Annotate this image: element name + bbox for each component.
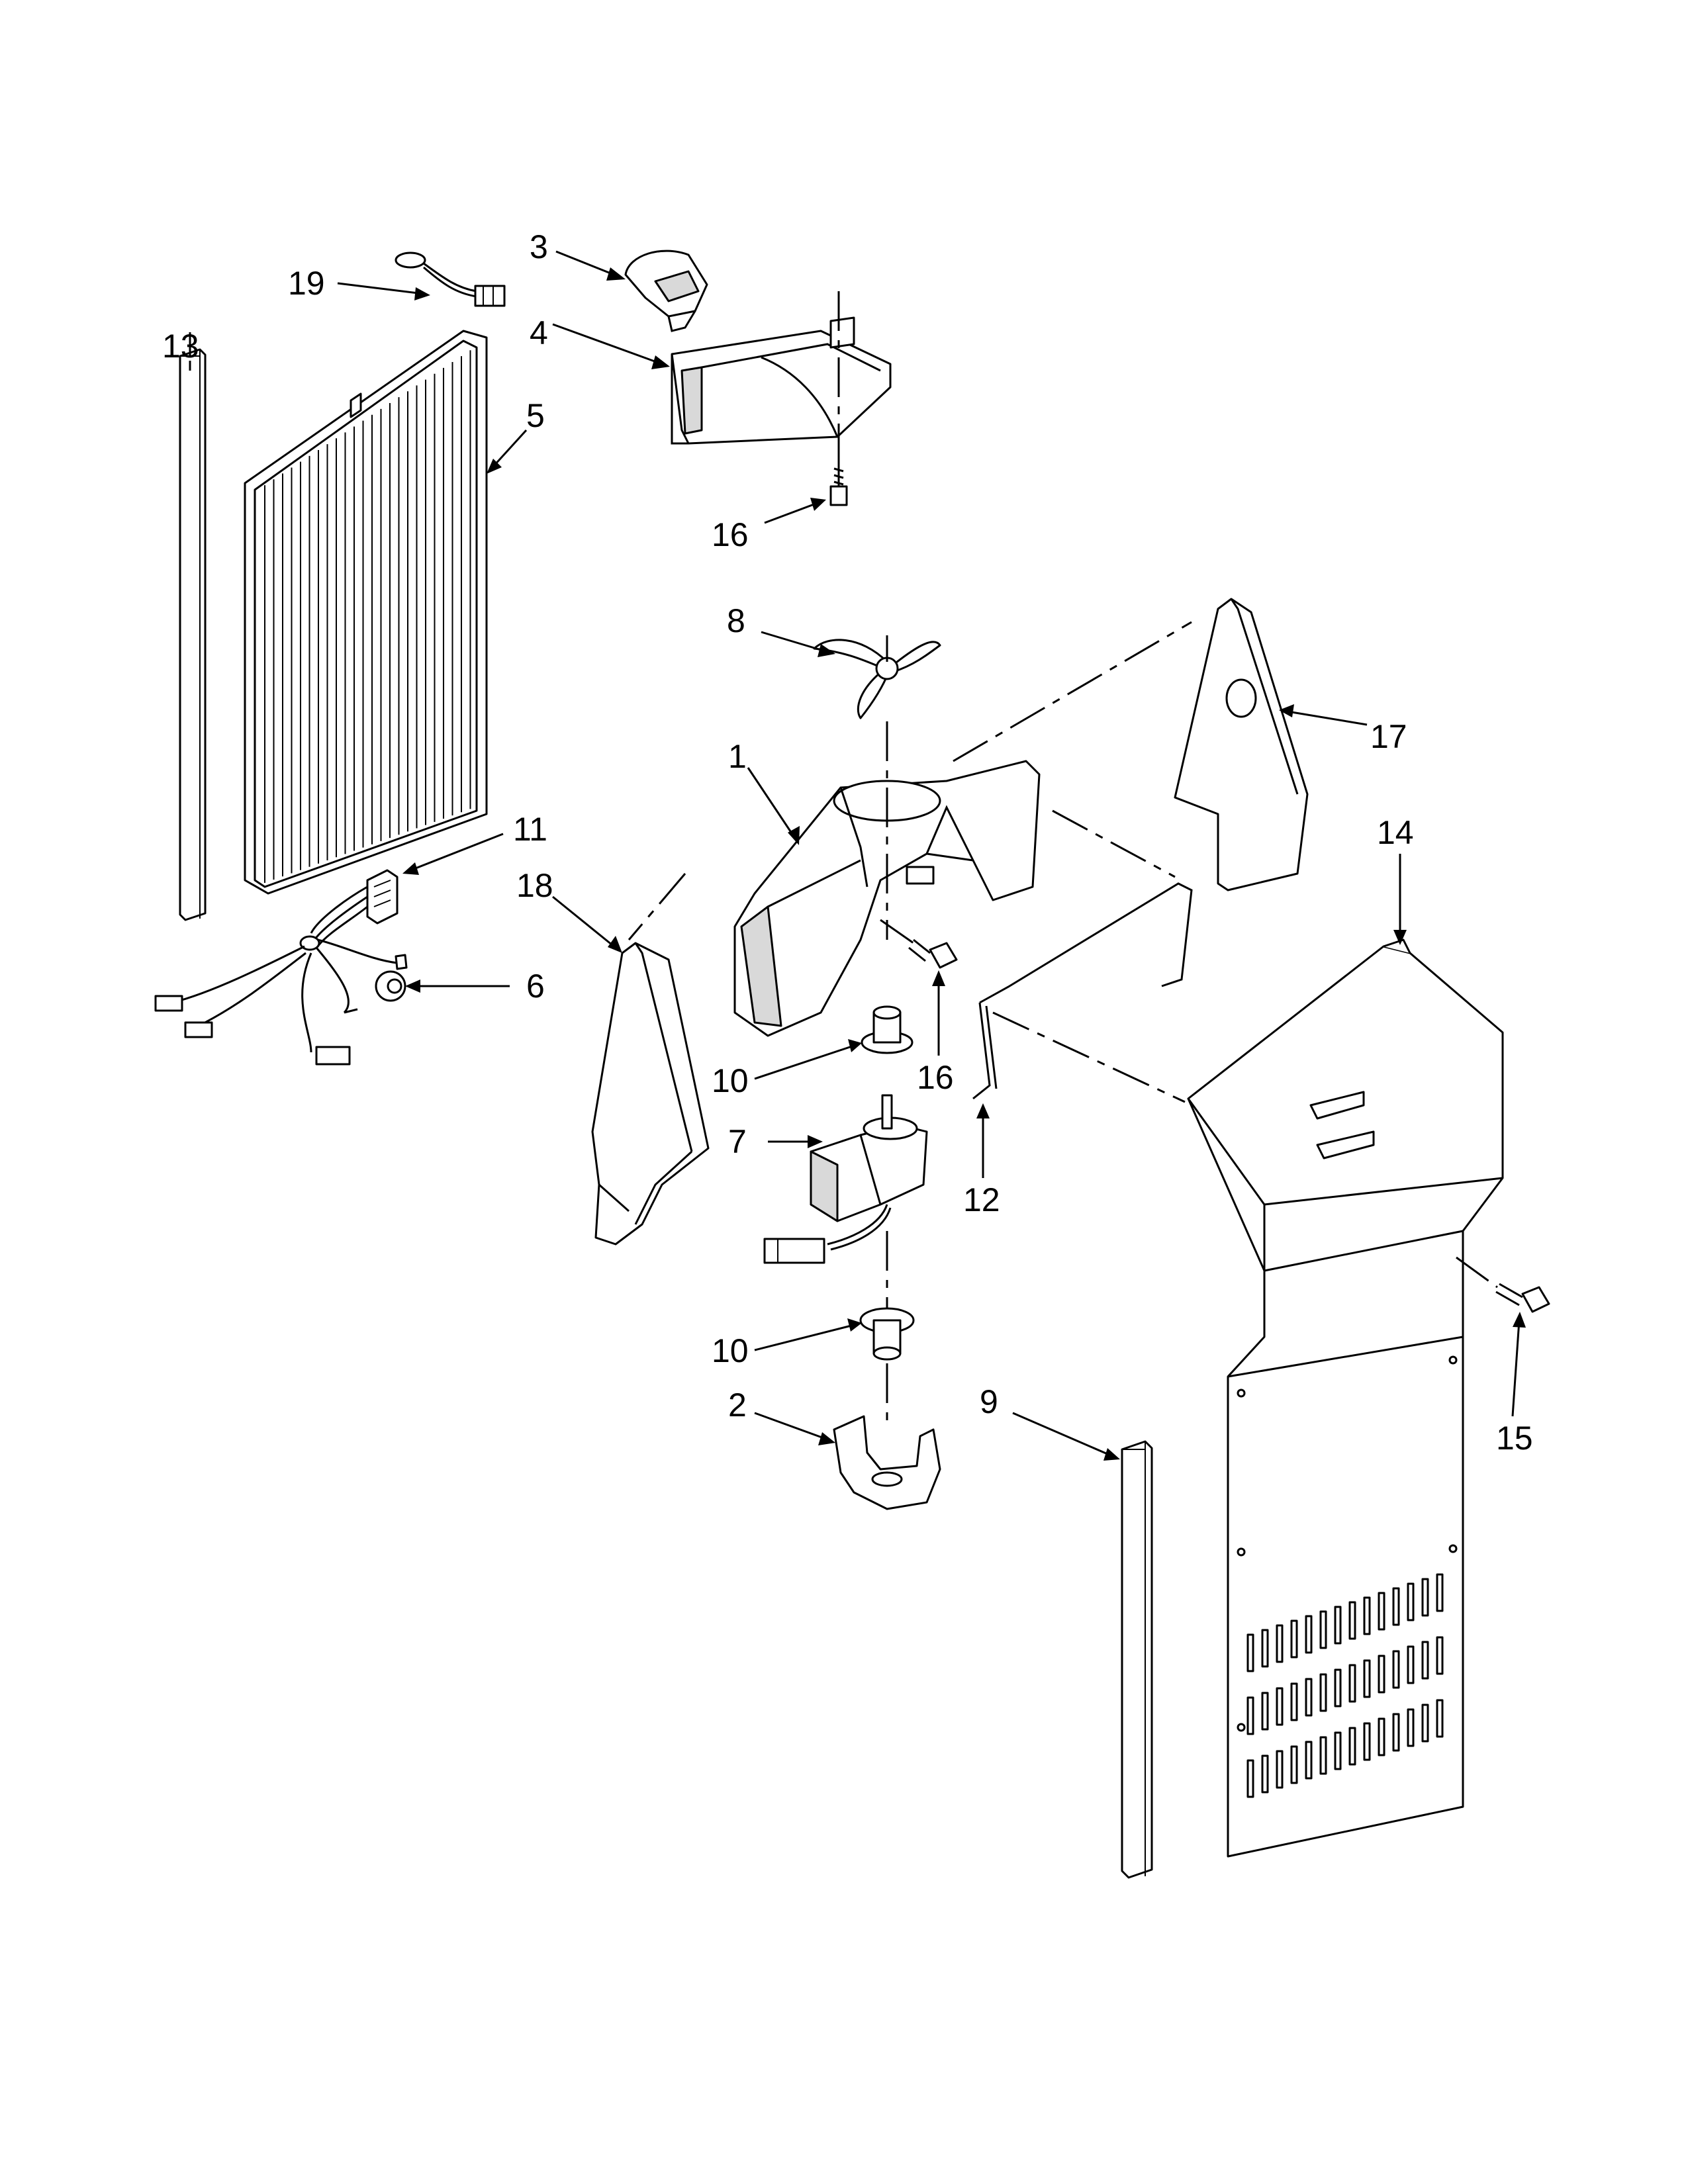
vent-slot	[1348, 1727, 1356, 1766]
callout-13: 13	[162, 328, 199, 365]
vent-slot	[1407, 1645, 1415, 1684]
part-16-screw-top	[829, 463, 848, 506]
vent-slot	[1319, 1610, 1327, 1649]
part-15-screw	[1456, 1256, 1550, 1313]
vent-slot	[1246, 1759, 1254, 1798]
callout-16-top: 16	[712, 516, 749, 553]
vent-slot	[1436, 1699, 1444, 1738]
callout-6: 6	[526, 968, 545, 1005]
part-13-strip	[179, 348, 207, 921]
callout-14: 14	[1377, 814, 1414, 851]
part-4-duct	[671, 316, 892, 445]
part-10-grommet-upper	[861, 1005, 914, 1054]
vent-slot	[1363, 1659, 1371, 1698]
vent-slot	[1290, 1619, 1298, 1659]
callout-12: 12	[963, 1181, 1000, 1218]
vent-slot	[1305, 1678, 1313, 1717]
vent-slot	[1348, 1664, 1356, 1703]
callout-2: 2	[728, 1387, 747, 1424]
vent-slot	[1407, 1582, 1415, 1621]
part-12-wire-bracket	[972, 882, 1193, 1100]
callout-labels: 19 3 4 13 5 16 8 17 1 14 11 18 6 10 16 7…	[162, 228, 1533, 1457]
callout-1: 1	[728, 738, 747, 775]
callout-3: 3	[530, 228, 548, 265]
vent-slot	[1319, 1736, 1327, 1775]
vent-slot	[1421, 1704, 1429, 1743]
vent-slot	[1334, 1606, 1342, 1645]
vent-slot	[1276, 1687, 1284, 1726]
vent-slot	[1407, 1708, 1415, 1747]
vent-slot	[1392, 1650, 1400, 1689]
vent-slot	[1261, 1754, 1269, 1794]
vent-slot	[1378, 1655, 1385, 1694]
vent-slot	[1261, 1692, 1269, 1731]
vent-slot	[1363, 1722, 1371, 1761]
vent-slot	[1421, 1578, 1429, 1617]
callout-19: 19	[288, 265, 325, 302]
callout-8: 8	[727, 602, 745, 639]
callout-4: 4	[530, 314, 548, 351]
vent-slot	[1261, 1629, 1269, 1668]
part-14-rear-panel	[1187, 938, 1504, 1858]
vent-slot	[1392, 1713, 1400, 1752]
part-18-side-panel	[591, 942, 710, 1246]
callout-5: 5	[526, 397, 545, 434]
callout-15: 15	[1496, 1420, 1533, 1457]
callout-7: 7	[728, 1123, 747, 1160]
callout-10-upper: 10	[712, 1062, 749, 1099]
vent-slot	[1436, 1636, 1444, 1675]
part-8-fan-blade	[813, 635, 941, 719]
part-2-bracket	[833, 1415, 941, 1510]
vent-slot	[1363, 1596, 1371, 1635]
vent-slot	[1392, 1587, 1400, 1626]
callout-18: 18	[516, 867, 553, 904]
vent-slot	[1276, 1750, 1284, 1789]
vent-slot	[1378, 1592, 1385, 1631]
part-17-side-panel	[1174, 598, 1309, 891]
vent-slot	[1276, 1624, 1284, 1663]
vent-slot	[1246, 1633, 1254, 1672]
part-19-sensor	[395, 251, 506, 307]
callout-9: 9	[980, 1383, 998, 1420]
vent-slot	[1436, 1573, 1444, 1612]
callout-16-middle: 16	[917, 1059, 954, 1096]
part-6-grommet	[375, 970, 406, 1002]
callout-10-lower: 10	[712, 1332, 749, 1369]
part-3-cap	[624, 250, 708, 332]
callout-17: 17	[1370, 718, 1407, 755]
part-5-evaporator-panel	[244, 330, 488, 895]
vent-slot	[1290, 1745, 1298, 1784]
vent-slot	[1305, 1741, 1313, 1780]
vent-slot	[1290, 1682, 1298, 1721]
vent-slot	[1246, 1696, 1254, 1735]
vent-slot	[1421, 1641, 1429, 1680]
vent-slot	[1348, 1601, 1356, 1640]
part-7-fan-motor	[763, 1094, 928, 1264]
vent-slot	[1378, 1717, 1385, 1756]
vent-slot	[1334, 1731, 1342, 1770]
part-10-grommet-lower	[859, 1307, 915, 1361]
part-16-screw-middle	[880, 919, 958, 969]
vent-slot	[1305, 1615, 1313, 1654]
part-11-wire-harness	[154, 869, 408, 1066]
vent-slot	[1334, 1668, 1342, 1707]
leader-lines	[189, 250, 1526, 1461]
vent-slot	[1319, 1673, 1327, 1712]
callout-11: 11	[513, 811, 547, 848]
part-9-strip	[1121, 1440, 1153, 1879]
